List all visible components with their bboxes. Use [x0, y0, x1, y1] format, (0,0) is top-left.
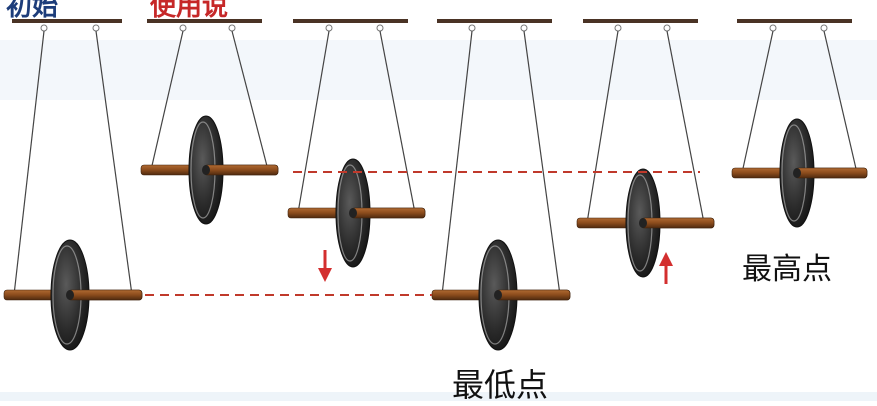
- pendulum-3: [287, 19, 426, 268]
- axle-front: [640, 217, 715, 229]
- ceiling-bar: [147, 19, 262, 23]
- hook: [92, 24, 100, 32]
- hub: [639, 218, 647, 228]
- hook: [40, 24, 48, 32]
- hook: [663, 24, 671, 32]
- hub: [494, 290, 502, 300]
- ceiling-bar: [583, 19, 698, 23]
- hook: [179, 24, 187, 32]
- axle-front: [350, 207, 426, 219]
- pendulum-2: [140, 19, 279, 225]
- lowest-point-label: 最低点: [452, 366, 549, 404]
- ceiling-bar: [737, 19, 852, 23]
- string: [379, 30, 416, 214]
- hook: [520, 24, 528, 32]
- pendulum-5: [576, 19, 715, 278]
- string: [741, 30, 774, 174]
- hub: [349, 208, 357, 218]
- string: [150, 30, 184, 171]
- hook: [614, 24, 622, 32]
- pendulum-6-highest: [731, 19, 868, 228]
- axle-front: [203, 164, 279, 176]
- axle-front: [794, 167, 868, 179]
- string: [666, 30, 705, 224]
- hub: [202, 165, 210, 175]
- axle-front: [67, 289, 143, 301]
- string: [441, 30, 473, 296]
- string: [586, 30, 619, 224]
- string: [95, 30, 133, 296]
- hook: [820, 24, 828, 32]
- axle-front: [495, 289, 571, 301]
- string: [13, 30, 45, 296]
- top-red-partial-label: 使用说: [150, 0, 229, 22]
- hook: [769, 24, 777, 32]
- string: [823, 30, 858, 174]
- string: [523, 30, 561, 296]
- hook: [228, 24, 236, 32]
- watermark-band-bottom: [0, 392, 877, 401]
- hub: [66, 290, 74, 300]
- up-arrow-icon: [659, 252, 673, 284]
- top-left-partial-label: 初始: [6, 0, 59, 22]
- pendulum-1-lowest: [3, 19, 143, 351]
- highest-point-label: 最高点: [742, 252, 832, 287]
- down-arrow-head: [318, 268, 332, 282]
- hook: [376, 24, 384, 32]
- string: [297, 30, 330, 214]
- down-arrow-icon: [318, 250, 332, 282]
- up-arrow-head: [659, 252, 673, 266]
- hook: [325, 24, 333, 32]
- string: [231, 30, 269, 171]
- hook: [468, 24, 476, 32]
- pendulum-4-lowest: [431, 19, 571, 351]
- ceiling-bar: [437, 19, 552, 23]
- hub: [793, 168, 801, 178]
- ceiling-bar: [12, 19, 122, 23]
- ceiling-bar: [293, 19, 408, 23]
- watermark-band-top: [0, 40, 877, 100]
